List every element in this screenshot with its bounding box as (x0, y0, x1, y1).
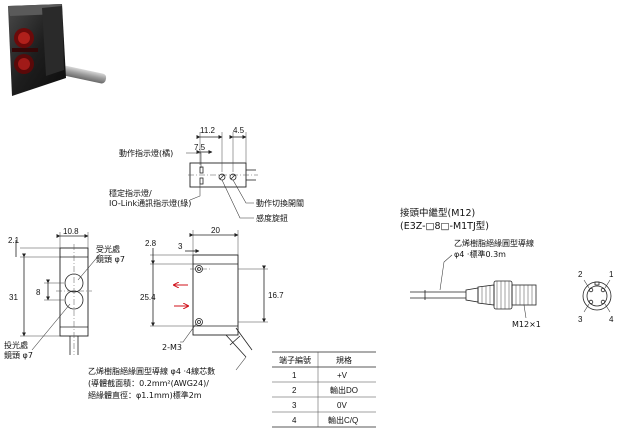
side-dim-top-offset: 2.1 (8, 236, 20, 245)
table-header-spec: 規格 (336, 355, 352, 365)
top-view: 11.2 7.5 4.5 動作指示燈(橘) 穩定指示燈/ IO-Link通訊指示… (109, 126, 304, 223)
side-dim-height: 31 (9, 293, 18, 302)
front-dim-width: 20 (211, 226, 220, 235)
cable-note: 乙烯樹脂絕緣圓型導線 φ4 ·4線芯數 (導體截面積：0.2mm²(AWG24)… (88, 356, 247, 400)
cable-note-line3: 絕緣體直徑：φ1.1mm)標準2m (88, 390, 202, 400)
pin-label-3: 3 (578, 315, 583, 324)
thread-label: M12×1 (512, 320, 541, 329)
emitter-label-1: 投光處 (4, 340, 28, 350)
table-cell-pin-3: 3 (292, 401, 297, 410)
receiver-label-1: 受光處 (96, 244, 120, 254)
connector-cable-label-2: φ4 ·標準0.3m (454, 249, 506, 259)
top-dim-7-5: 7.5 (194, 143, 206, 152)
side-dim-width: 10.8 (63, 227, 79, 236)
front-dim-height: 25.4 (140, 293, 156, 302)
cable-note-line1: 乙烯樹脂絕緣圓型導線 φ4 ·4線芯數 (88, 366, 215, 376)
table-header-terminal: 端子編號 (279, 355, 311, 365)
front-view: 20 2.8 3 25.4 16.7 2-M3 (140, 226, 284, 358)
table-cell-pin-2: 2 (292, 386, 297, 395)
operation-indicator-label: 動作指示燈(橘) (119, 148, 173, 158)
pin-table: 端子編號 規格 1 +V 2 輸出DO 3 0V 4 輸出C/Q (272, 351, 376, 428)
front-dim-hole-offset: 2.8 (145, 239, 157, 248)
table-cell-spec-1: +V (337, 371, 348, 380)
table-cell-pin-1: 1 (292, 371, 297, 380)
front-dim-small: 3 (178, 242, 183, 251)
stability-indicator-label-2: IO-Link通訊指示燈(綠) (109, 198, 191, 208)
cable-note-line2: (導體截面積：0.2mm²(AWG24)/ (88, 378, 209, 388)
product-photo (8, 4, 107, 96)
pin-label-1: 1 (609, 270, 614, 279)
sensitivity-knob-label: 感度旋鈕 (256, 213, 288, 223)
table-cell-pin-4: 4 (292, 416, 297, 425)
table-cell-spec-3: 0V (337, 401, 347, 410)
pin-label-4: 4 (609, 315, 614, 324)
connector-title-2: (E3Z-□8□-M1TJ型) (400, 221, 489, 232)
side-view: 10.8 2.1 31 8 受光處 鏡頭 φ7 投光處 鏡頭 φ7 (4, 227, 125, 360)
front-dim-right: 16.7 (268, 291, 284, 300)
table-cell-spec-2: 輸出DO (330, 385, 358, 395)
top-dim-11-2: 11.2 (200, 126, 216, 135)
pin-label-2: 2 (578, 270, 583, 279)
connector-cable-label-1: 乙烯樹脂絕緣圓型導線 (454, 238, 534, 248)
side-dim-middle: 8 (36, 288, 41, 297)
connector-view: 接頭中繼型(M12) (E3Z-□8□-M1TJ型) 乙烯樹脂絕緣圓型導線 φ4… (400, 207, 614, 329)
emitter-label-2: 鏡頭 φ7 (4, 350, 33, 360)
top-dim-4-5: 4.5 (233, 126, 245, 135)
holes-label: 2-M3 (162, 343, 182, 352)
connector-title-1: 接頭中繼型(M12) (400, 207, 475, 219)
stability-indicator-label-1: 穩定指示燈/ (109, 188, 152, 198)
receiver-label-2: 鏡頭 φ7 (96, 254, 125, 264)
table-cell-spec-4: 輸出C/Q (328, 415, 358, 425)
mode-switch-label: 動作切換開關 (256, 198, 304, 208)
